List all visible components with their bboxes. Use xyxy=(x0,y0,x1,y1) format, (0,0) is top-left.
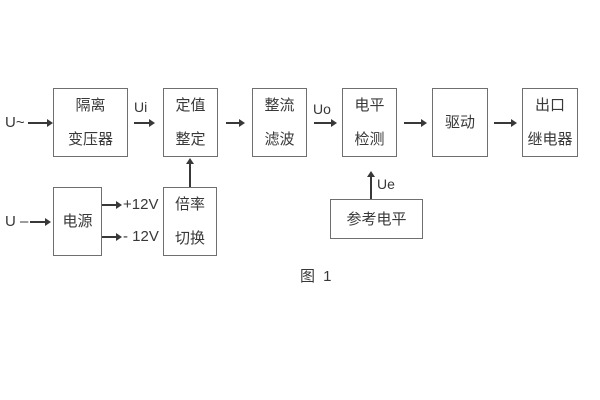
arrow-dc-input xyxy=(30,218,51,225)
block-drive-line1: 驱动 xyxy=(444,114,475,131)
arrow-ue-to-level xyxy=(367,171,374,199)
block-output-relay-line2: 继电器 xyxy=(527,131,573,148)
label-ac-input: U~ xyxy=(5,114,25,131)
figure-caption: 图 1 xyxy=(300,268,334,285)
block-rectifier-filter-line1: 整流 xyxy=(264,97,295,114)
label-minus-12v: - 12V xyxy=(123,228,159,245)
label-signal-uo: Uo xyxy=(313,101,331,117)
block-rectifier-filter: 整流 滤波 xyxy=(252,88,307,157)
arrow-ui-to-setting xyxy=(134,119,155,126)
block-ratio-switch-line1: 倍率 xyxy=(174,196,205,213)
block-isolation-transformer: 隔离 变压器 xyxy=(53,88,128,157)
label-signal-ue: Ue xyxy=(377,176,395,192)
block-setting-adjustment: 定值 整定 xyxy=(163,88,218,157)
arrow-plus-12v xyxy=(102,201,122,208)
arrow-uo-to-level xyxy=(314,119,337,126)
block-output-relay: 出口 继电器 xyxy=(522,88,578,157)
block-isolation-transformer-line1: 隔离 xyxy=(75,97,106,114)
block-output-relay-line1: 出口 xyxy=(534,97,565,114)
label-plus-12v: +12V xyxy=(123,196,159,213)
block-level-detection: 电平 检测 xyxy=(342,88,397,157)
block-ratio-switch: 倍率 切换 xyxy=(163,187,217,256)
arrow-ac-input xyxy=(28,119,53,126)
arrow-ratio-to-setting xyxy=(186,158,193,187)
block-isolation-transformer-line2: 变压器 xyxy=(67,131,113,148)
label-signal-ui: Ui xyxy=(134,99,148,115)
block-reference-level: 参考电平 xyxy=(330,199,423,239)
block-power-supply: 电源 xyxy=(53,187,102,256)
block-ratio-switch-line2: 切换 xyxy=(174,230,205,247)
block-setting-adjustment-line2: 整定 xyxy=(175,131,206,148)
block-level-detection-line1: 电平 xyxy=(354,97,385,114)
arrow-minus-12v xyxy=(102,233,122,240)
arrow-setting-to-rectifier xyxy=(226,119,245,126)
block-rectifier-filter-line2: 滤波 xyxy=(264,131,295,148)
block-level-detection-line2: 检测 xyxy=(354,131,385,148)
block-power-supply-line1: 电源 xyxy=(62,213,93,230)
arrow-level-to-drive xyxy=(404,119,427,126)
arrow-drive-to-relay xyxy=(494,119,517,126)
block-reference-level-line1: 参考电平 xyxy=(346,210,407,228)
block-setting-adjustment-line1: 定值 xyxy=(175,97,206,114)
block-drive: 驱动 xyxy=(432,88,488,157)
label-dc-input: U – xyxy=(5,213,29,230)
